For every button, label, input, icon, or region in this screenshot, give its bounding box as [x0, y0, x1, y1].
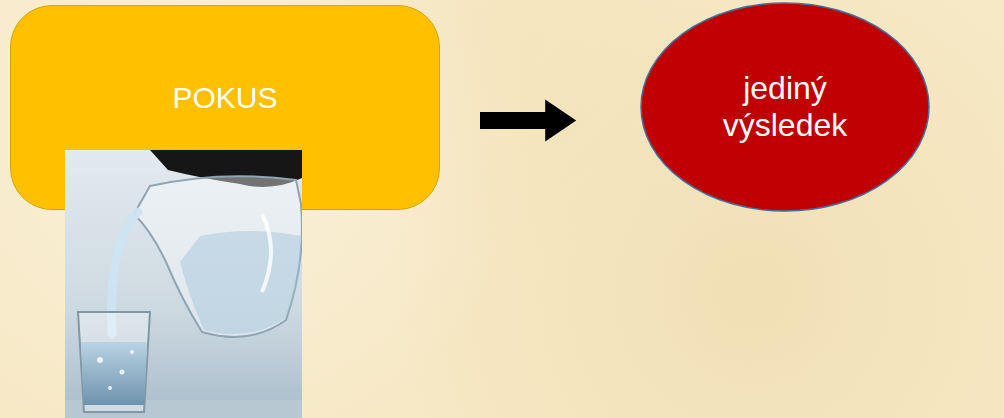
photo-group: [65, 150, 302, 418]
water-stream: [112, 212, 138, 334]
glass-water: [81, 342, 147, 405]
experiment-label: POKUS: [172, 80, 277, 116]
hand: [150, 150, 302, 187]
bubble: [97, 357, 103, 363]
pitcher: [134, 176, 302, 337]
bubble: [120, 370, 125, 375]
bubble: [130, 350, 134, 354]
table-surface: [65, 400, 302, 418]
experiment-box: POKUS: [10, 5, 440, 210]
drinking-glass: [78, 312, 150, 412]
pitcher-highlight: [262, 214, 271, 292]
bubble: [108, 386, 112, 390]
result-label: jediný výsledek: [695, 70, 875, 144]
block-arrow: [480, 100, 576, 142]
pitcher-water: [180, 231, 301, 334]
ellipse-fill: [641, 3, 929, 211]
photo-background: [65, 150, 302, 418]
result-ellipse: jediný výsledek: [640, 2, 930, 212]
